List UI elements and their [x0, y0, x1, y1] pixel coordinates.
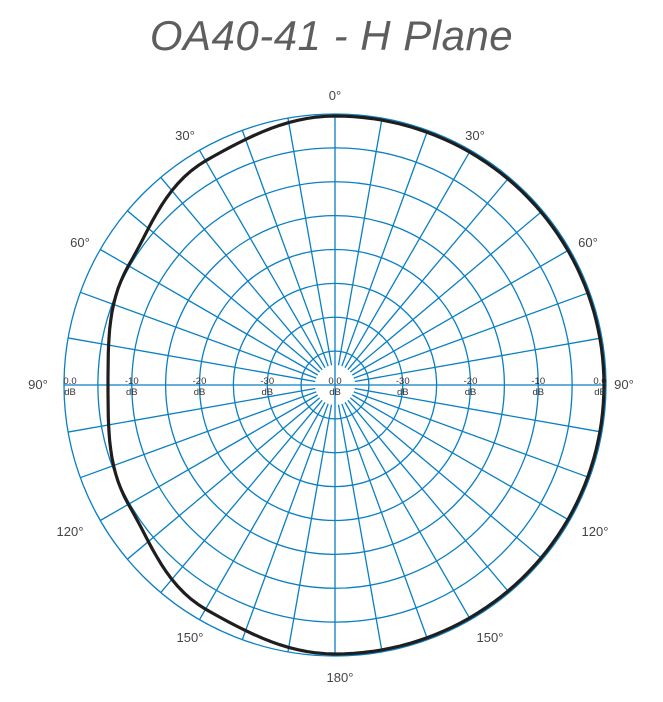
angle-label: 30° [175, 128, 195, 143]
angle-label: 150° [477, 630, 504, 645]
grid-spoke [99, 248, 319, 376]
angle-label: 90° [614, 377, 634, 392]
grid-spoke [353, 391, 590, 479]
grid-spoke [354, 337, 602, 383]
radial-value-label: -10 [125, 376, 139, 387]
grid-spoke [341, 130, 429, 367]
grid-spoke [341, 403, 429, 640]
angle-label: 150° [177, 630, 204, 645]
grid-spoke [160, 399, 323, 594]
grid-spoke [126, 210, 321, 373]
radial-value-label: 0.0 [63, 376, 76, 387]
angle-label: 120° [57, 524, 84, 539]
grid-spoke [241, 403, 329, 640]
grid-spoke [198, 149, 326, 369]
grid-spoke [68, 387, 316, 433]
grid-spoke [198, 401, 326, 621]
grid-spoke [287, 118, 333, 366]
grid-spoke [349, 397, 544, 560]
grid-spoke [287, 404, 333, 652]
radial-unit-label: dB [126, 387, 138, 398]
polar-grid [63, 113, 607, 657]
grid-spoke [353, 291, 590, 379]
grid-spoke [351, 394, 571, 522]
grid-spoke [351, 248, 571, 376]
radial-unit-label: dB [261, 387, 273, 398]
radial-unit-label: dB [194, 387, 206, 398]
radial-value-label: -30 [396, 376, 410, 387]
chart-title: OA40-41 - H Plane [149, 12, 514, 59]
grid-spoke [349, 210, 544, 373]
radial-value-label: -10 [531, 376, 545, 387]
grid-spoke [347, 176, 510, 371]
angle-label: 90° [28, 377, 48, 392]
grid-spoke [160, 176, 323, 371]
radial-unit-label: dB [64, 387, 76, 398]
grid-spoke [337, 404, 383, 652]
radial-unit-label: dB [465, 387, 477, 398]
radial-unit-label: dB [329, 387, 341, 398]
grid-spoke [347, 399, 510, 594]
axis-labels: 0° 30° 30° 60° 60° 90° 90° 120° 120° 150° 150° 180°… [28, 88, 634, 685]
grid-spoke [80, 291, 317, 379]
radial-value-label: 0.0 [328, 376, 341, 387]
radial-value-label: -20 [193, 376, 207, 387]
grid-spoke [126, 397, 321, 560]
angle-label: 120° [582, 524, 609, 539]
radial-value-label: -20 [464, 376, 478, 387]
grid-spoke [337, 118, 383, 366]
grid-spoke [344, 401, 472, 621]
radial-unit-label: dB [397, 387, 409, 398]
angle-label: 60° [578, 235, 598, 250]
radial-unit-label: dB [532, 387, 544, 398]
radial-value-label: 0.0 [593, 376, 606, 387]
grid-spoke [80, 391, 317, 479]
angle-label: 0° [329, 88, 341, 103]
grid-spoke [344, 149, 472, 369]
radial-unit-label: dB [594, 387, 606, 398]
grid-spoke [354, 387, 602, 433]
grid-spoke [241, 130, 329, 367]
pattern-trace [106, 114, 606, 656]
angle-label: 30° [465, 128, 485, 143]
h-plane-trace [106, 114, 606, 656]
grid-spoke [68, 337, 316, 383]
angle-label: 60° [70, 235, 90, 250]
angle-label: 180° [327, 670, 354, 685]
radial-value-label: -30 [260, 376, 274, 387]
grid-spoke [99, 394, 319, 522]
